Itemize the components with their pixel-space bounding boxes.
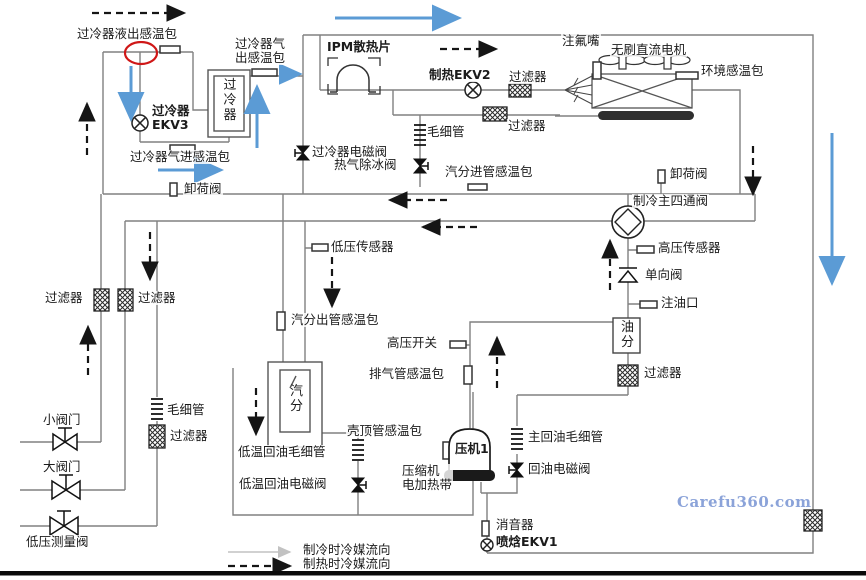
label-compressor: 压机1	[455, 441, 489, 456]
label-ambient-sensor: 环境感温包	[700, 63, 765, 78]
label-heating-ekv2: 制热EKV2	[428, 67, 492, 82]
label-filter-left-a: 过滤器	[44, 290, 84, 305]
sensor-bulb-icons	[159, 45, 699, 537]
label-low-pressure-sensor: 低压传感器	[330, 239, 395, 254]
condenser-heater-bar	[598, 111, 694, 120]
label-high-pressure-sensor: 高压传感器	[657, 240, 722, 255]
label-subcooler-ekv3: 过冷器 EKV3	[151, 103, 191, 132]
label-low-pressure-measure-valve: 低压测量阀	[25, 534, 90, 549]
label-fluorine-port: 注氟嘴	[561, 33, 601, 48]
legend-heating-flow: 制热时冷媒流向	[302, 556, 392, 571]
label-capillary-top: 毛细管	[426, 124, 466, 139]
check-valve-icon	[617, 267, 639, 283]
label-large-valve: 大阀门	[42, 459, 82, 474]
label-subcooler-gas-in-sensor: 过冷器气进感温包	[129, 149, 232, 164]
oil-separator-icon	[612, 317, 641, 354]
label-low-temp-oil-return-capillary: 低温回油毛细管	[237, 444, 327, 459]
label-high-pressure-switch: 高压开关	[386, 335, 439, 350]
label-small-valve: 小阀门	[42, 412, 82, 427]
heating-flow-dashed-arrows	[78, 4, 762, 575]
label-vapor-sep-inlet-sensor: 汽分进管感温包	[444, 164, 534, 179]
label-subcooler-liquid-out-sensor: 过冷器液出感温包	[76, 26, 179, 41]
label-low-temp-oil-return-solenoid: 低温回油电磁阀	[238, 476, 328, 491]
label-unload-valve-right: 卸荷阀	[669, 166, 709, 181]
capillary-icons	[151, 124, 523, 461]
watermark: Carefu360.com	[677, 493, 812, 511]
label-discharge-pipe-sensor: 排气管感温包	[368, 366, 446, 381]
low-pressure-measure-valve-icon	[49, 510, 79, 537]
label-enthalpy-injection-ekv1: 喷焓EKV1	[495, 534, 559, 549]
condenser-icon	[564, 73, 693, 109]
label-subcooler-solenoid-valve: 过冷器电磁阀	[311, 144, 389, 159]
subcooler-box-icon	[207, 69, 251, 138]
label-subcooler-box: 过冷器	[223, 78, 237, 123]
ekv2-valve-icon	[464, 81, 482, 99]
compressor-icon	[444, 428, 495, 481]
label-subcooler-gas-out-sensor: 过冷器气 出感温包	[234, 36, 287, 65]
bottom-border-bar	[0, 571, 866, 576]
label-filter-top: 过滤器	[508, 69, 548, 84]
label-muffler: 消音器	[495, 517, 535, 532]
label-shell-top-sensor: 壳顶管感温包	[346, 423, 424, 438]
label-main-four-way-valve: 制冷主四通阀	[632, 193, 710, 208]
filter-icons	[93, 83, 823, 532]
label-check-valve: 单向阀	[644, 267, 684, 282]
label-oil-return-solenoid: 回油电磁阀	[527, 461, 592, 476]
subcooler-solenoid-icon	[294, 145, 311, 161]
large-valve-icon	[51, 474, 81, 501]
four-way-valve-icon	[611, 205, 645, 239]
vapor-separator-icon	[267, 361, 323, 448]
low-temp-oil-return-solenoid-icon	[350, 477, 367, 493]
red-highlight-ellipse	[123, 40, 159, 66]
label-filter-bottom-left: 过滤器	[169, 428, 209, 443]
small-valve-icon	[52, 427, 78, 452]
label-oil-fill-port: 注油口	[660, 295, 700, 310]
label-oil-separator: 油分	[620, 320, 634, 350]
label-compressor-heater: 压缩机 电加热带	[401, 463, 454, 492]
legend-cooling-flow: 制冷时冷媒流向	[302, 542, 392, 557]
label-ipm-heatsink: IPM散热片	[326, 39, 392, 54]
label-vapor-sep-outlet-sensor: 汽分出管感温包	[290, 312, 380, 327]
label-vapor-separator: 汽分	[289, 384, 303, 414]
ekv3-valve-icon	[131, 114, 149, 132]
hot-gas-defrost-valve-icon	[412, 158, 429, 174]
cooling-flow-blue-arrows	[117, 4, 846, 286]
label-filter-left-b: 过滤器	[137, 290, 177, 305]
oil-return-solenoid-icon	[508, 462, 525, 478]
ipm-heatsink-icon	[327, 57, 381, 95]
label-brushless-dc-motor: 无刷直流电机	[610, 42, 688, 57]
label-main-oil-return-capillary: 主回油毛细管	[527, 429, 605, 444]
label-capillary-bottom-left: 毛细管	[166, 402, 206, 417]
fan-motor-icon	[598, 54, 691, 70]
label-filter-right: 过滤器	[643, 365, 683, 380]
label-unload-valve-left: 卸荷阀	[183, 181, 223, 196]
label-hot-gas-defrost-valve: 热气除冰阀	[333, 157, 398, 172]
label-filter-mid: 过滤器	[507, 118, 547, 133]
ekv1-valve-icon	[480, 538, 494, 552]
